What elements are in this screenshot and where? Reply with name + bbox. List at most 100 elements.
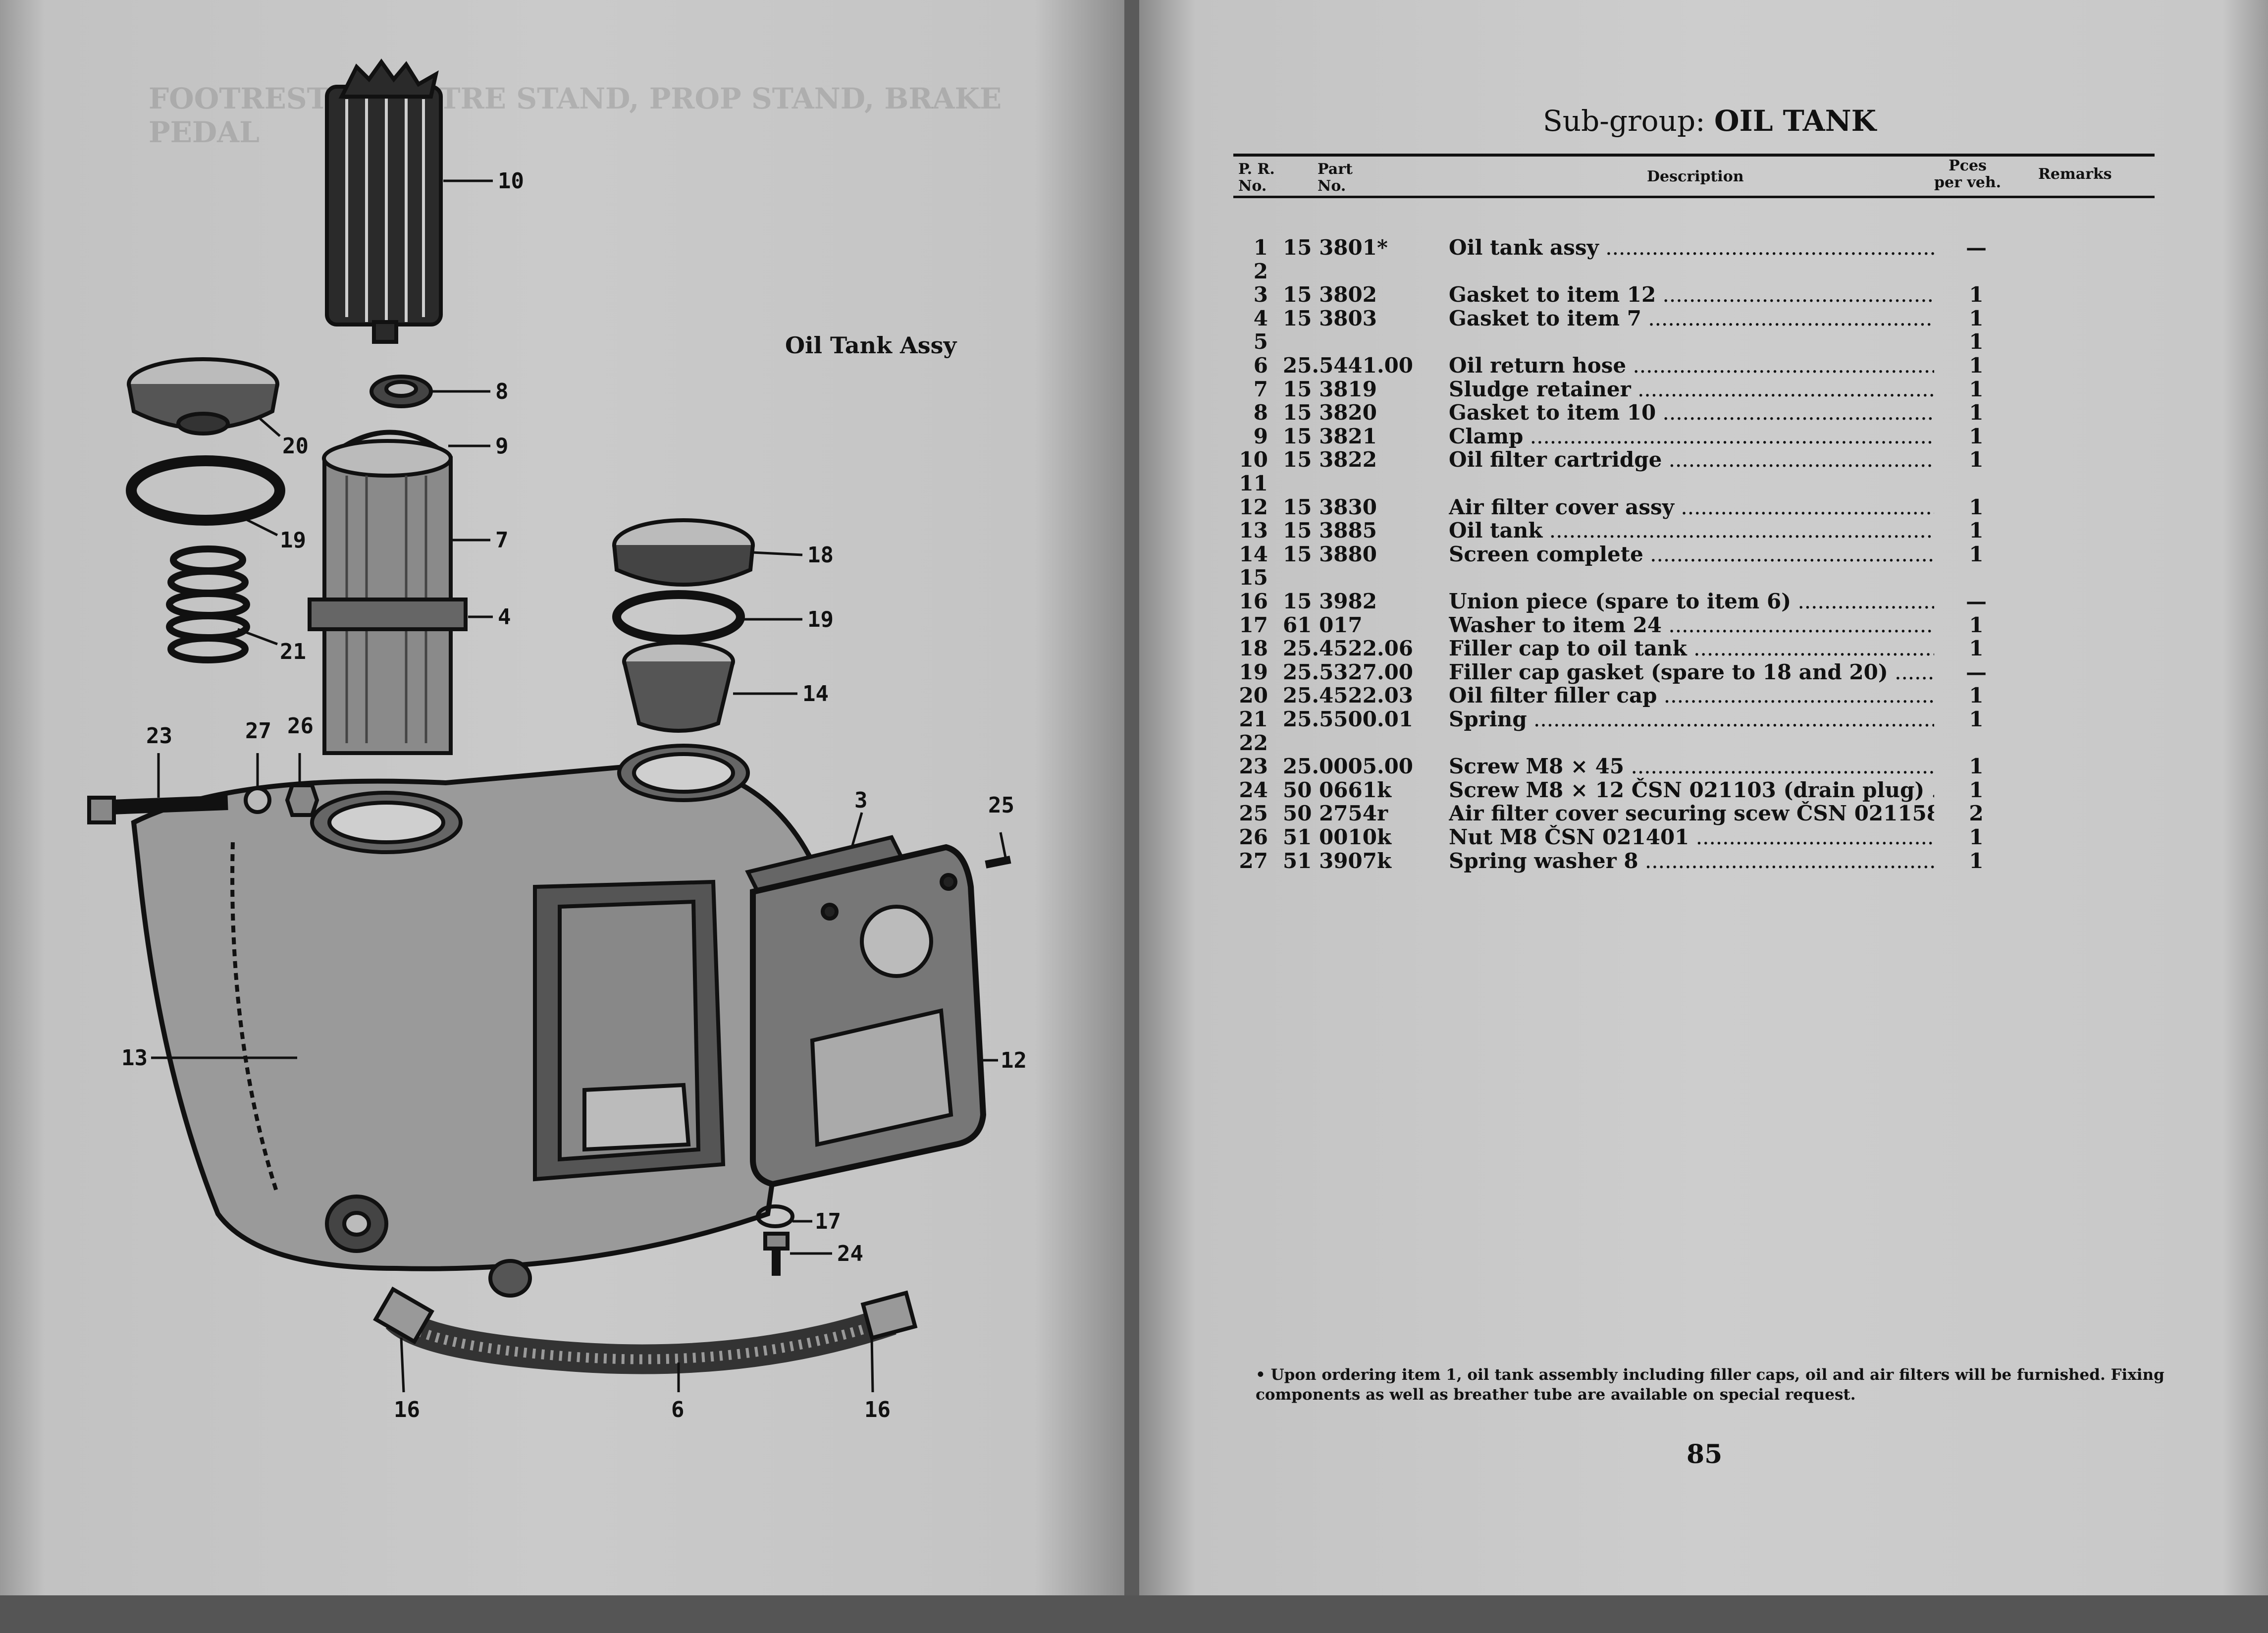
item-number: 23: [1239, 754, 1268, 779]
part-number: 51 3907k: [1283, 848, 1392, 873]
callout-label: 21: [280, 639, 306, 664]
callout-label: 17: [815, 1209, 841, 1234]
callout-label: 9: [495, 434, 509, 459]
column-header-pr-no: P. R. No.: [1238, 161, 1275, 195]
item-number: 1: [1253, 235, 1268, 260]
table-row: 12 15 3830 Air filter cover assy 1: [1238, 494, 2011, 519]
part-description: Spring washer 8: [1449, 849, 1934, 873]
callout-label: 13: [121, 1045, 148, 1071]
subgroup-name: OIL TANK: [1714, 104, 1877, 138]
callout-label: 4: [498, 604, 511, 630]
table-row: 2: [1238, 259, 2011, 283]
item-number: 22: [1239, 730, 1268, 755]
column-header-remarks: Remarks: [2038, 165, 2112, 183]
callout-label: 25: [988, 793, 1014, 818]
pieces-per-vehicle: 1: [1969, 825, 1984, 849]
item-number: 20: [1239, 683, 1268, 708]
part-description: Air filter cover assy: [1449, 495, 1934, 519]
pieces-per-vehicle: 1: [1969, 636, 1984, 661]
item-number: 4: [1253, 306, 1268, 330]
callout-label: 18: [807, 543, 834, 568]
table-row: 915 3821Clamp1: [1238, 424, 2011, 448]
part-number: 15 3819: [1283, 377, 1377, 401]
pieces-per-vehicle: 1: [1969, 754, 1984, 779]
part-description: Filler cap gasket (spare to 18 and 20): [1449, 660, 1934, 684]
callout-label: 16: [864, 1397, 891, 1422]
pieces-per-vehicle: 1: [1969, 353, 1984, 378]
part-description: Spring: [1449, 707, 1934, 731]
part-description: Screw M8 × 12 ČSN 021103 (drain plug): [1449, 778, 1934, 802]
pieces-per-vehicle: 1: [1969, 447, 1984, 472]
part-description: Nut M8 ČSN 021401: [1449, 825, 1934, 849]
part-number: 25.5500.01: [1283, 707, 1414, 731]
table-row: 22: [1238, 730, 2011, 755]
item-number: 15: [1239, 565, 1268, 590]
item-number: 6: [1253, 353, 1268, 378]
pieces-per-vehicle: —: [1966, 659, 1987, 684]
part-number: 15 3830: [1283, 494, 1377, 519]
part-number: 15 3803: [1283, 306, 1377, 330]
oil-tank-body-part: [131, 744, 820, 1298]
item-number: 13: [1239, 518, 1268, 543]
part-description: Oil tank: [1449, 518, 1934, 543]
pieces-per-vehicle: 1: [1969, 612, 1984, 637]
callout-label: 24: [837, 1241, 863, 1266]
subgroup-prefix: Sub-group:: [1543, 104, 1705, 138]
part-description: Union piece (spare to item 6): [1449, 589, 1934, 613]
item-number: 24: [1239, 777, 1268, 802]
part-number: 25.4522.06: [1283, 636, 1414, 661]
part-number: 15 3880: [1283, 542, 1377, 566]
sludge-retainer-part: [308, 430, 468, 755]
part-number: 15 3822: [1283, 447, 1377, 472]
table-row: 11: [1238, 471, 2011, 495]
item-number: 26: [1239, 825, 1268, 849]
column-header-description: Description: [1647, 168, 1744, 185]
part-number: 50 2754r: [1283, 801, 1388, 826]
oil-return-hose-part: [373, 1286, 918, 1374]
item-number: 9: [1253, 424, 1268, 448]
bleed-through-heading: FOOTRESTS, CENTRE STAND, PROP STAND, BRA…: [149, 82, 1002, 149]
oil-filter-cartridge-part: [325, 58, 443, 344]
part-number: 15 3821: [1283, 424, 1377, 448]
pieces-per-vehicle: 1: [1969, 494, 1984, 519]
pieces-per-vehicle: 1: [1969, 329, 1984, 354]
part-description: Gasket to item 12: [1449, 282, 1934, 307]
diagram-caption: Oil Tank Assy: [785, 332, 957, 359]
callout-label: 26: [287, 713, 314, 739]
part-number: 61 017: [1283, 612, 1363, 637]
item-number: 14: [1239, 542, 1268, 566]
pieces-per-vehicle: 1: [1969, 424, 1984, 448]
table-row: 15: [1238, 565, 2011, 590]
pieces-per-vehicle: 1: [1969, 518, 1984, 543]
pieces-per-vehicle: 1: [1969, 707, 1984, 731]
pieces-per-vehicle: 1: [1969, 400, 1984, 425]
item-number: 11: [1239, 471, 1268, 495]
part-description: Filler cap to oil tank: [1449, 636, 1934, 660]
part-description: Oil return hose: [1449, 353, 1934, 378]
table-row: 4 15 3803 Gasket to item 7 1: [1238, 306, 2011, 330]
item-number: 12: [1239, 494, 1268, 519]
pieces-per-vehicle: 1: [1969, 306, 1984, 330]
part-number: 51 0010k: [1283, 825, 1392, 849]
part-description: Gasket to item 7: [1449, 306, 1934, 330]
callout-label: 19: [807, 607, 834, 632]
oil-filter-filler-cap-part: [127, 357, 279, 435]
callout-label: 8: [495, 379, 509, 404]
item-number: 17: [1239, 612, 1268, 637]
pieces-per-vehicle: —: [1966, 235, 1987, 260]
table-top-rule: [1233, 154, 2155, 157]
part-number: 25.5327.00: [1283, 659, 1414, 684]
air-filter-cover-part: [750, 844, 987, 1188]
item-number: 10: [1239, 447, 1268, 472]
